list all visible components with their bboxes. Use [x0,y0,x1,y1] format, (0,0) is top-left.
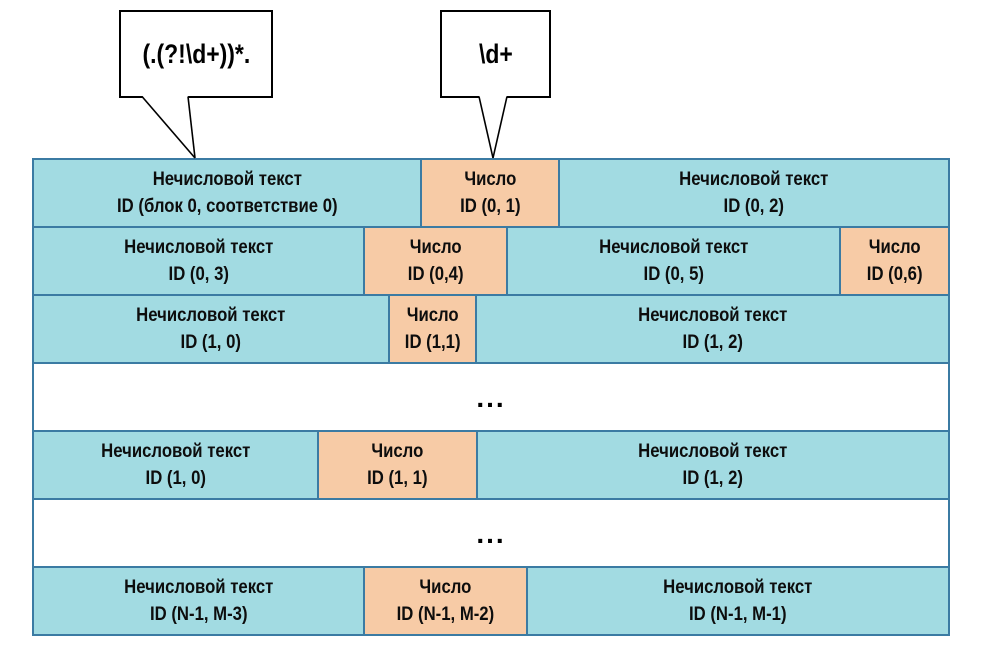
segment-id-label: ID (N-1, M-2) [396,604,494,625]
segment-type-label: Число [371,441,424,462]
segment-type-label: Нечисловой текст [638,305,788,326]
segment-label: Число ID (1,1) [405,302,461,356]
number-segment: Число ID (0,6) [841,228,948,294]
segment-id-label: ID (1, 2) [682,468,744,489]
callout-tail-left-icon [141,95,196,159]
segment-id-label: ID (1,1) [404,332,461,353]
segment-label: Нечисловой текст ID (0, 3) [124,234,273,288]
segment-type-label: Число [464,169,516,190]
number-segment: Число ID (0, 1) [422,160,560,226]
segment-label: Число ID (1, 1) [367,438,427,492]
table-row: ... [34,364,948,432]
segment-label: Нечисловой текст ID (1, 2) [638,302,787,356]
number-segment: Число ID (1,1) [390,296,478,362]
segment-id-label: ID (1, 2) [682,332,743,353]
table-row: Нечисловой текст ID (1, 0) Число ID (1,1) Не… [34,296,948,364]
number-segment: Число ID (1, 1) [319,432,479,498]
regex-callout-number: \d+ [440,10,551,98]
segment-label: Нечисловой текст ID (0, 2) [679,166,828,220]
nonnumeric-text-segment: Нечисловой текст ID (1, 2) [477,296,948,362]
segment-id-label: ID (1, 0) [181,332,242,353]
segment-type-label: Нечисловой текст [136,305,286,326]
segment-label: Нечисловой текст ID (N-1, M-3) [124,574,273,628]
nonnumeric-text-segment: Нечисловой текст ID (блок 0, соответствие… [34,160,423,226]
segment-id-label: ID (0,4) [407,264,464,285]
regex-callout-nonnumeric: (.(?!\d+))*. [119,10,273,98]
segment-id-label: ID (N-1, M-3) [149,604,248,625]
segment-id-label: ID (N-1, M-1) [689,604,787,625]
segment-type-label: Нечисловой текст [123,237,274,258]
segment-type-label: Нечисловой текст [100,441,251,462]
table-row: Нечисловой текст ID (N-1, M-3) Число ID (N-… [34,568,948,634]
segment-type-label: Нечисловой текст [152,169,302,190]
segment-label: Нечисловой текст ID (1, 0) [137,302,286,356]
nonnumeric-text-segment: Нечисловой текст ID (1, 0) [34,432,320,498]
nonnumeric-text-segment: Нечисловой текст ID (1, 2) [478,432,948,498]
nonnumeric-text-segment: Нечисловой текст ID (0, 2) [559,160,948,226]
segment-type-label: Нечисловой текст [599,237,749,258]
ellipsis-cell: ... [34,500,948,566]
segment-label: Нечисловой текст ID (1, 2) [638,438,787,492]
nonnumeric-text-segment: Нечисловой текст ID (N-1, M-3) [34,568,365,634]
segment-id-label: ID (0, 2) [723,196,784,217]
segment-label: Число ID (0, 1) [460,166,520,220]
segment-type-label: Нечисловой текст [123,577,274,598]
segment-label: Число ID (0,6) [867,234,923,288]
segment-type-label: Нечисловой текст [663,577,813,598]
segment-label: Нечисловой текст ID (блок 0, соответствие… [117,166,338,220]
table-row: Нечисловой текст ID (1, 0) Число ID (1, 1) Н… [34,432,948,500]
segment-label: Нечисловой текст ID (0, 5) [599,234,748,288]
ellipsis-label: ... [476,381,506,413]
segment-type-label: Нечисловой текст [638,441,788,462]
number-segment: Число ID (N-1, M-2) [364,568,528,634]
segment-type-label: Число [419,577,472,598]
regex-pattern-nonnumeric: (.(?!\d+))*. [142,38,250,69]
table-row: Нечисловой текст ID (0, 3) Число ID (0,4) Не… [34,228,948,296]
segment-id-label: ID (1, 1) [367,468,428,489]
segment-type-label: Нечисловой текст [679,169,829,190]
number-segment: Число ID (0,4) [364,228,509,294]
callout-tail-right-icon [478,95,508,159]
table-row: Нечисловой текст ID (блок 0, соответствие… [34,160,948,228]
regex-pattern-number: \d+ [478,38,513,69]
nonnumeric-text-segment: Нечисловой текст ID (0, 3) [34,228,365,294]
segment-type-label: Число [406,305,459,326]
segment-id-label: ID (0,6) [866,264,923,285]
segment-label: Число ID (N-1, M-2) [396,574,494,628]
nonnumeric-text-segment: Нечисловой текст ID (N-1, M-1) [527,568,948,634]
segment-label: Число ID (0,4) [408,234,464,288]
segment-id-label: ID (блок 0, соответствие 0) [116,196,338,217]
segment-id-label: ID (0, 1) [459,196,521,217]
segment-id-label: ID (1, 0) [145,468,206,489]
segment-type-label: Число [409,237,462,258]
segment-type-label: Число [868,237,921,258]
nonnumeric-text-segment: Нечисловой текст ID (0, 5) [508,228,842,294]
table-row: ... [34,500,948,568]
segment-id-label: ID (0, 5) [643,264,704,285]
segment-label: Нечисловой текст ID (1, 0) [101,438,250,492]
ellipsis-cell: ... [34,364,948,430]
segment-id-label: ID (0, 3) [168,264,229,285]
segment-label: Нечисловой текст ID (N-1, M-1) [663,574,812,628]
match-table: Нечисловой текст ID (блок 0, соответствие… [32,158,950,636]
ellipsis-label: ... [476,517,506,549]
nonnumeric-text-segment: Нечисловой текст ID (1, 0) [34,296,391,362]
